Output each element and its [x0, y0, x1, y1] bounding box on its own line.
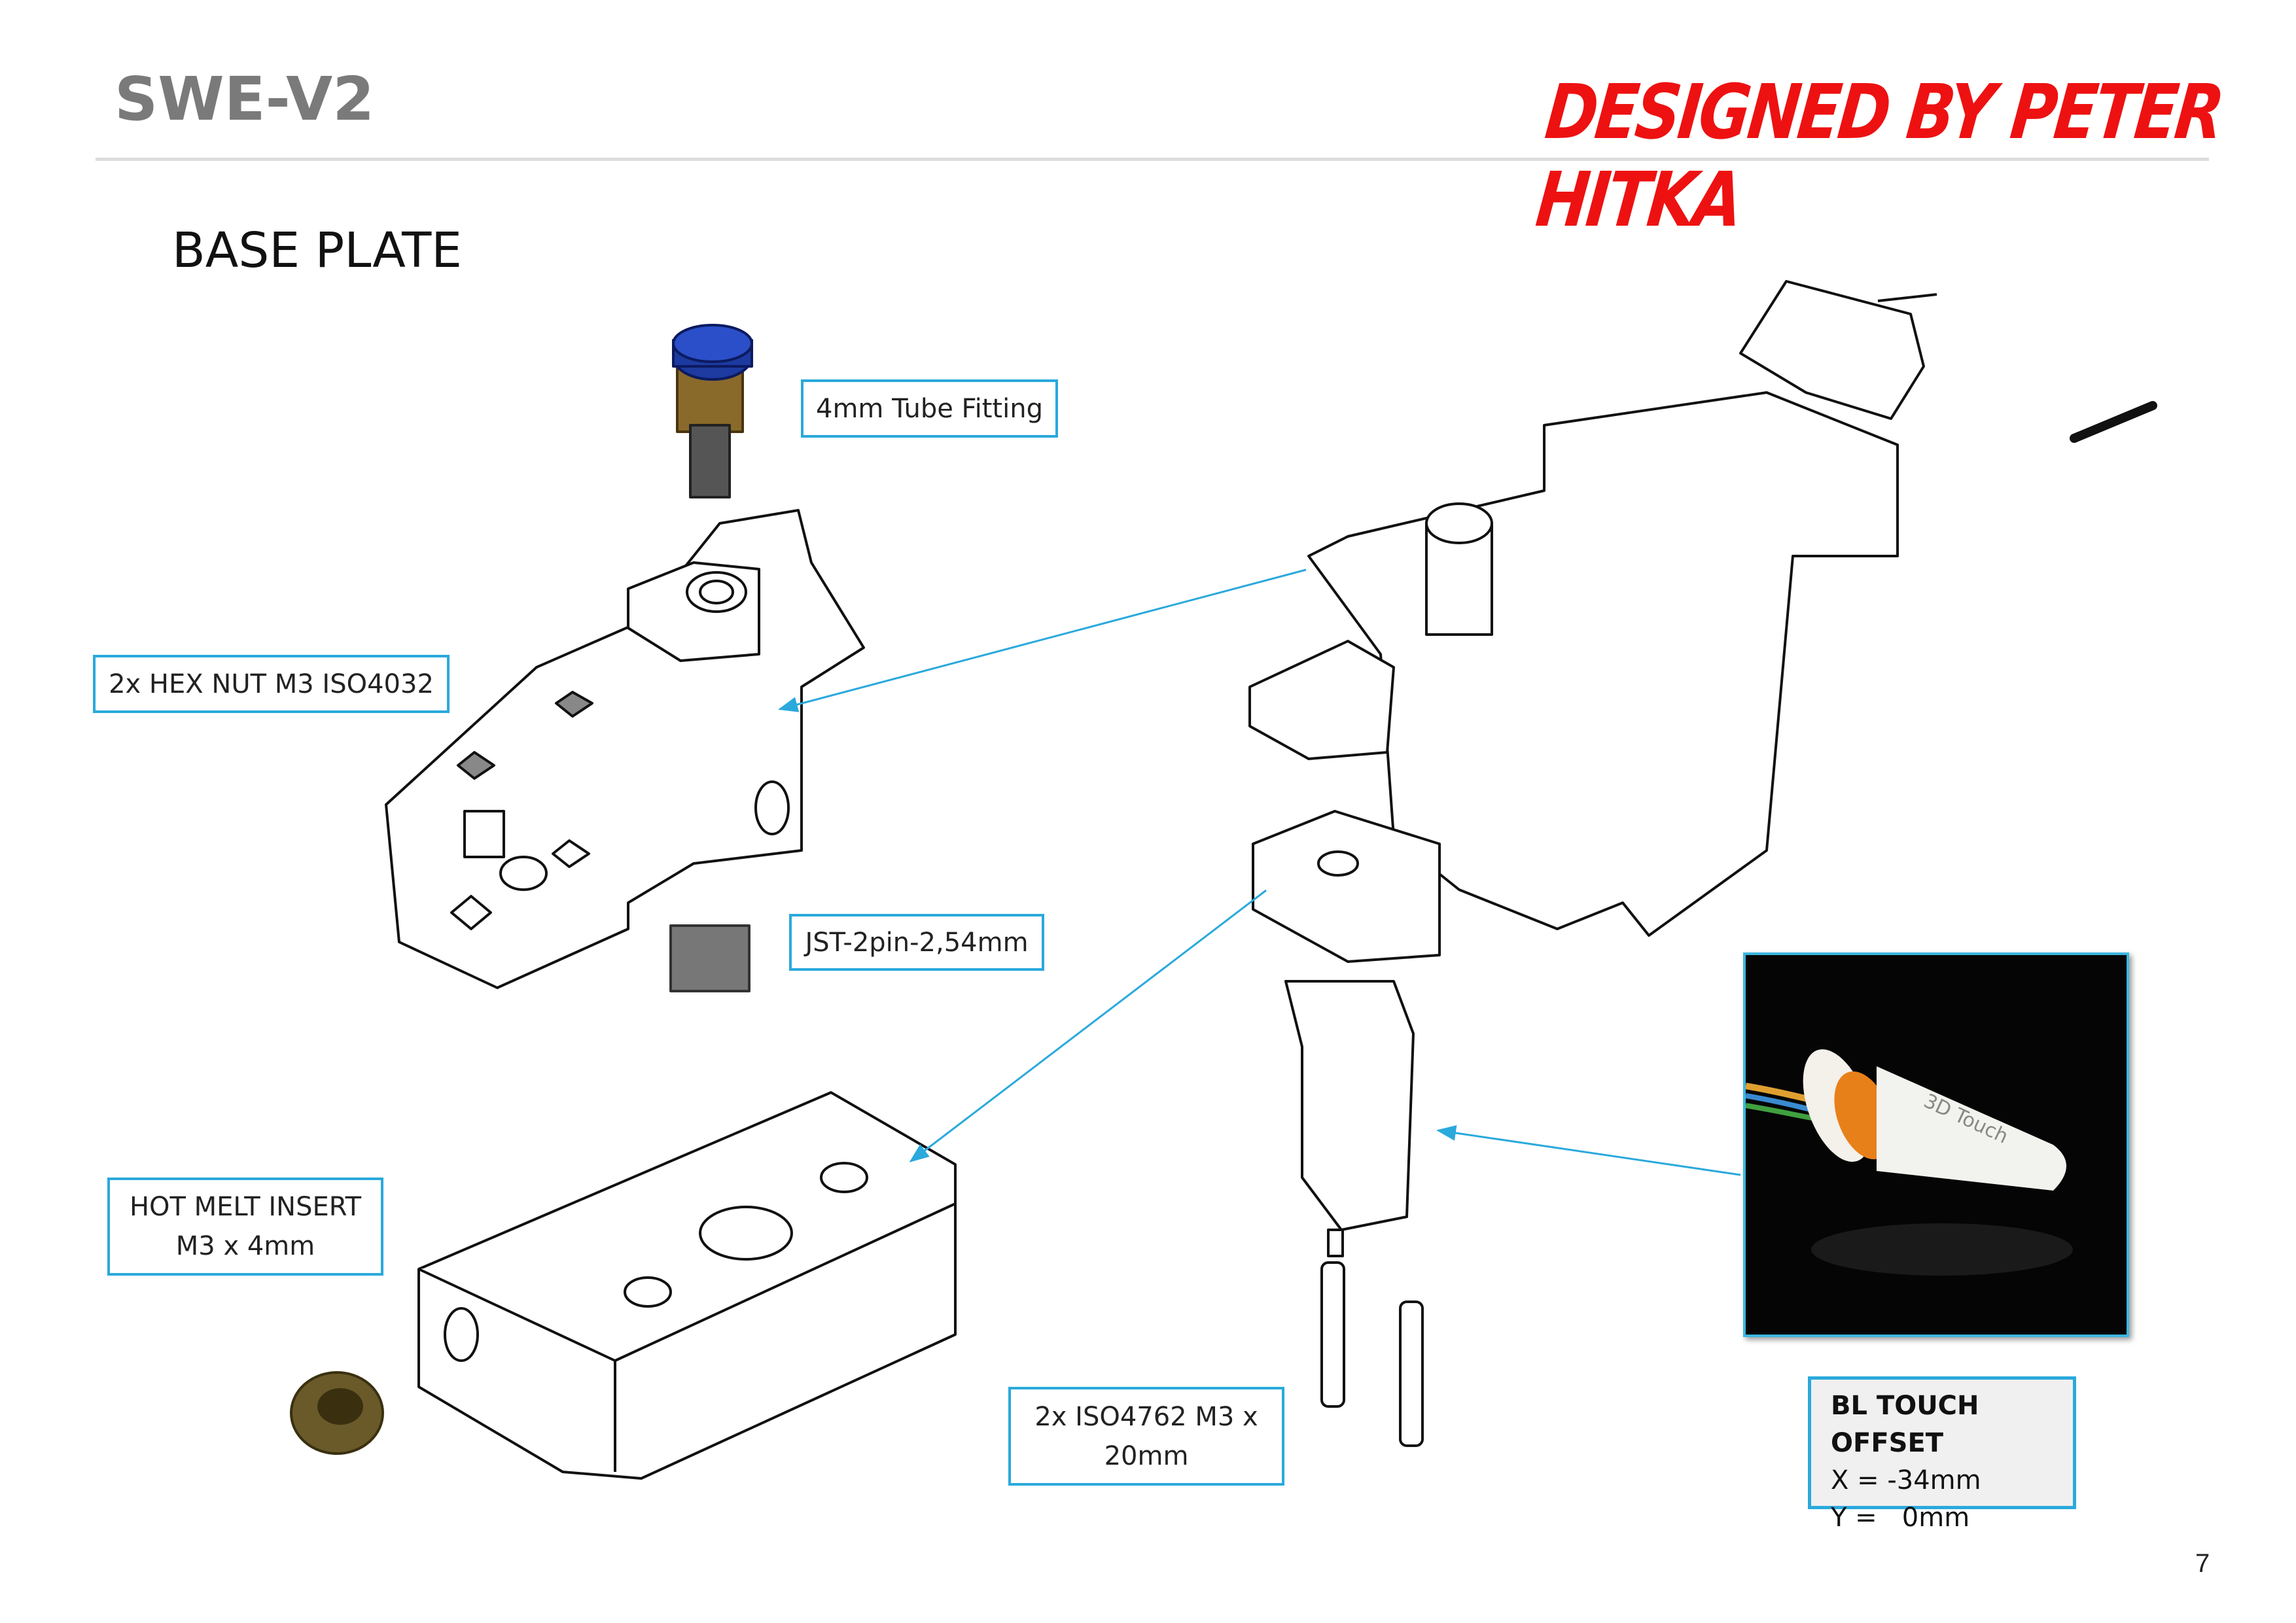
page-number: 7 — [2195, 1549, 2210, 1578]
callout-text: 20mm — [1104, 1440, 1189, 1471]
base-plate-part — [385, 509, 865, 992]
offset-y: Y = 0mm — [1831, 1503, 1970, 1533]
leader-arrow — [1436, 1125, 1741, 1176]
hot-melt-insert-part — [290, 1371, 384, 1455]
callout-tube-fitting: 4mm Tube Fitting — [801, 379, 1058, 438]
bl-touch-image: 3D Touch — [1745, 1049, 2073, 1276]
insert-block-part — [417, 1091, 957, 1480]
extruder-assembly — [1248, 280, 2157, 1447]
document-id: SWE-V2 — [115, 64, 375, 134]
section-title: BASE PLATE — [172, 222, 463, 279]
callout-hex-nut: 2x HEX NUT M3 ISO4032 — [93, 655, 450, 713]
offset-x: X = -34mm — [1831, 1465, 1981, 1495]
callout-text: 2x HEX NUT M3 ISO4032 — [109, 669, 434, 699]
bl-touch-offset-box: BL TOUCH OFFSET X = -34mm Y = 0mm — [1808, 1376, 2076, 1533]
bl-touch-photo: 3D Touch — [1743, 952, 2129, 1337]
callout-text: HOT MELT INSERT — [129, 1192, 362, 1222]
callout-text: M3 x 4mm — [175, 1231, 315, 1261]
leader-arrow — [909, 889, 1267, 1162]
callout-text: JST-2pin-2,54mm — [805, 927, 1029, 958]
leader-arrow — [778, 568, 1307, 712]
callout-screws: 2x ISO4762 M3 x 20mm — [1008, 1387, 1284, 1486]
callout-text: 4mm Tube Fitting — [816, 393, 1043, 424]
callout-text: 2x ISO4762 M3 x — [1034, 1401, 1258, 1432]
tube-fitting-part — [672, 324, 753, 498]
callout-jst: JST-2pin-2,54mm — [789, 914, 1044, 971]
header-divider — [96, 158, 2209, 161]
offset-title: BL TOUCH OFFSET — [1831, 1391, 1979, 1458]
callout-hot-melt-insert: HOT MELT INSERT M3 x 4mm — [107, 1178, 383, 1276]
